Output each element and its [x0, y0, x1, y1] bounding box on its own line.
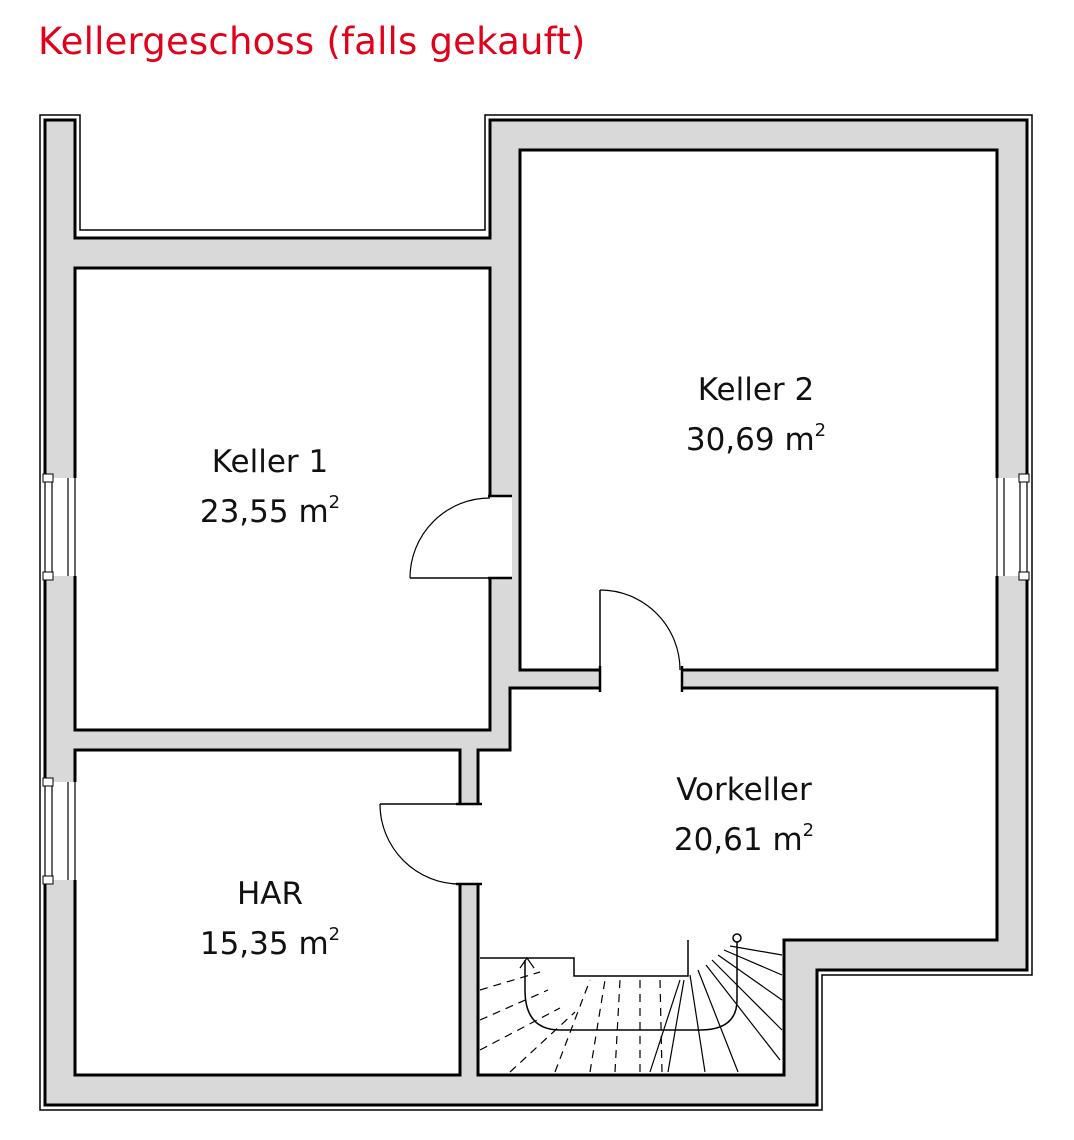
window-right	[995, 473, 1030, 581]
area-value: 20,61 m	[674, 822, 803, 858]
area-value: 30,69 m	[686, 422, 815, 458]
room-name: Keller 2	[698, 372, 814, 408]
room-har: HAR 15,35 m2	[200, 876, 340, 962]
area-exponent: 2	[329, 924, 340, 945]
door-keller1	[409, 494, 512, 580]
room-area: 30,69 m2	[686, 420, 826, 458]
room-keller-1: Keller 1 23,55 m2	[200, 444, 340, 530]
area-exponent: 2	[815, 420, 826, 441]
area-value: 15,35 m	[200, 926, 329, 962]
room-area: 15,35 m2	[200, 924, 340, 962]
area-value: 23,55 m	[200, 494, 329, 530]
room-name: HAR	[237, 876, 303, 912]
room-area: 23,55 m2	[200, 492, 340, 530]
outer-outline	[39, 114, 1033, 1111]
room-vorkeller: Vorkeller 20,61 m2	[674, 772, 814, 858]
window-left-upper	[42, 473, 77, 581]
door-har	[379, 802, 482, 886]
window-left-lower	[42, 777, 77, 885]
staircase	[479, 933, 783, 1073]
room-keller-2: Keller 2 30,69 m2	[686, 372, 826, 458]
room-name: Vorkeller	[676, 772, 812, 808]
room-name: Keller 1	[212, 444, 328, 480]
door-keller2	[598, 589, 684, 692]
area-exponent: 2	[329, 492, 340, 513]
page-title: Kellergeschoss (falls gekauft)	[38, 20, 586, 63]
walls	[43, 118, 1029, 1107]
room-area: 20,61 m2	[674, 820, 814, 858]
area-exponent: 2	[803, 820, 814, 841]
